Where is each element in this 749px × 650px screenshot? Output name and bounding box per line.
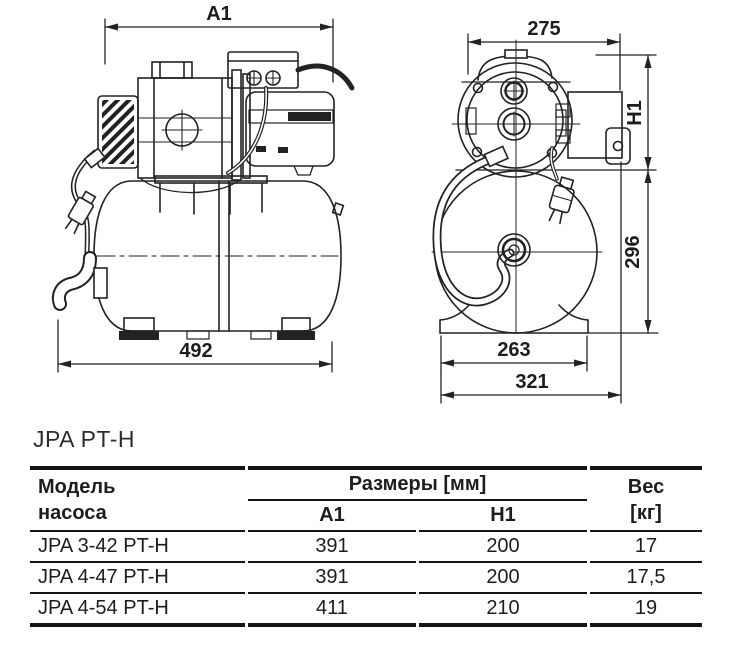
dim-492: 492 (57, 319, 333, 373)
header-dimensions-group: Размеры [мм] (248, 466, 587, 501)
power-plug-side (64, 190, 97, 235)
cell-h1: 210 (419, 594, 587, 627)
specs-table: Модель насоса Размеры [мм] Вес [кг] A1 H… (27, 466, 705, 627)
header-model: Модель насоса (30, 466, 245, 532)
motor-side (245, 91, 335, 167)
cell-h1: 200 (419, 532, 587, 563)
dim-275-label: 275 (527, 18, 560, 40)
table-row: JPA 4-47 PT-H 391 200 17,5 (30, 563, 702, 594)
header-weight-line1: Вес (627, 475, 665, 498)
header-weight-line2: [кг] (630, 501, 662, 524)
pump-face-outer (457, 62, 573, 178)
cell-model: JPA 4-47 PT-H (30, 563, 245, 594)
dim-h1: H1 (595, 54, 657, 171)
header-model-line2: насоса (38, 501, 107, 524)
cell-weight: 17,5 (590, 563, 702, 594)
pump-top-cap (477, 55, 553, 81)
table-row: JPA 4-54 PT-H 411 210 19 (30, 594, 702, 627)
power-cord (295, 63, 355, 91)
pump-front-view: 275 (431, 18, 659, 404)
terminal-box (605, 127, 631, 165)
cell-weight: 19 (590, 594, 702, 627)
primer-cap (151, 61, 193, 79)
table-row: JPA 3-42 PT-H 391 200 17 (30, 532, 702, 563)
dim-a1-label: A1 (206, 3, 232, 25)
header-h1: H1 (419, 501, 587, 532)
dim-321-label: 321 (515, 371, 548, 393)
tank-base (439, 304, 659, 334)
dim-296: 296 (622, 169, 652, 334)
motor-front (567, 91, 623, 159)
dim-263: 263 (440, 335, 588, 372)
dim-263-label: 263 (497, 339, 530, 361)
product-title: JPA PT-H (33, 426, 135, 452)
cell-a1: 411 (248, 594, 416, 627)
header-weight: Вес [кг] (590, 466, 702, 532)
priming-port (500, 77, 528, 105)
cell-h1: 200 (419, 563, 587, 594)
cell-a1: 391 (248, 532, 416, 563)
dim-492-label: 492 (179, 340, 212, 362)
cell-model: JPA 3-42 PT-H (30, 532, 245, 563)
pump-casing (137, 77, 233, 179)
pump-side-view: A1 (51, 3, 355, 373)
cell-weight: 17 (590, 532, 702, 563)
dim-h1-label: H1 (624, 100, 646, 126)
dim-a1: A1 (104, 3, 334, 83)
cell-a1: 391 (248, 563, 416, 594)
power-plug-front (548, 176, 575, 225)
tank-port (497, 233, 531, 267)
brand-label (288, 112, 331, 121)
dimensional-drawings: A1 (51, 3, 659, 404)
tank-bracket (154, 175, 268, 184)
dim-275: 275 (467, 18, 621, 91)
dim-321: 321 (440, 161, 622, 404)
header-model-line1: Модель (38, 475, 116, 498)
header-a1: A1 (248, 501, 416, 532)
table-header-row-2: A1 H1 (30, 501, 702, 532)
cell-model: JPA 4-54 PT-H (30, 594, 245, 627)
dim-296-label: 296 (622, 235, 644, 268)
table-header-row-1: Модель насоса Размеры [мм] Вес [кг] (30, 466, 702, 532)
